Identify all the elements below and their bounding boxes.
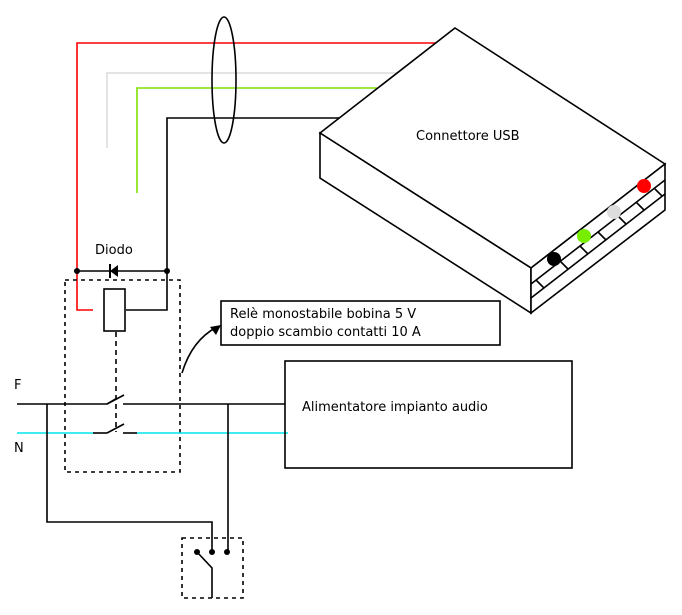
relay-label-line1: Relè monostabile bobina 5 V: [230, 307, 416, 322]
phase-label: F: [14, 378, 21, 393]
usb-connector-label: Connettore USB: [416, 129, 520, 144]
power-supply-label: Alimentatore impianto audio: [302, 400, 488, 415]
usb-pin-white: [607, 205, 621, 219]
usb-pin-red: [637, 179, 651, 193]
diode-label: Diodo: [95, 243, 133, 258]
usb-connector-box: [318, 27, 667, 315]
diode-symbol: [110, 265, 118, 277]
bypass-wire-left: [46, 404, 213, 552]
wire-red: [76, 42, 437, 270]
wire-white: [106, 72, 398, 148]
phase-line-left: [17, 397, 118, 405]
relay-callout-box: [220, 300, 501, 346]
junction-dot: [164, 268, 170, 274]
usb-pin-green: [577, 229, 591, 243]
relay-enclosure: [64, 279, 181, 473]
switch-terminal: [209, 549, 215, 555]
selector-switch-enclosure: [181, 537, 244, 599]
relay-label-line2: doppio scambio contatti 10 A: [230, 325, 421, 340]
callout-arrow: [181, 326, 218, 374]
phase-switch-contact: [106, 394, 125, 405]
relay-coil: [103, 288, 126, 332]
cable-bundle-ring: [211, 16, 237, 144]
wire-green: [136, 87, 377, 193]
junction-dot: [74, 268, 80, 274]
usb-pin-black: [547, 252, 561, 266]
callout-arrowhead: [210, 325, 221, 335]
wire-red-coil: [76, 270, 93, 311]
neutral-switch-contact: [106, 423, 125, 434]
switch-lever: [196, 551, 213, 598]
neutral-label: N: [14, 441, 24, 456]
switch-terminal: [224, 549, 230, 555]
wire-black: [126, 117, 348, 311]
power-supply-box: [284, 360, 573, 469]
